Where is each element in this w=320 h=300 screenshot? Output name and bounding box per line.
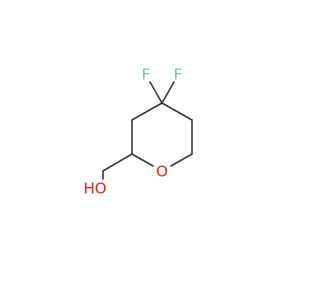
molecule-canvas: F F O HO [83, 65, 193, 198]
bond-c4-f2 [161, 81, 175, 104]
bond-c3-c4 [131, 102, 163, 121]
bond-c4-c5 [161, 102, 193, 121]
hydroxyl-label: HO [83, 180, 106, 198]
bond-c4-f1 [149, 81, 163, 104]
bond-o-c2 [131, 153, 154, 167]
bond-c2-ch2 [102, 153, 133, 172]
fluorine-atom-label-1: F [142, 66, 151, 84]
structure-diagram: F F O HO [83, 66, 193, 198]
ring-oxygen-label: O [156, 163, 168, 181]
fluorine-atom-label-2: F [174, 66, 183, 84]
bond-c6-o [170, 153, 193, 167]
